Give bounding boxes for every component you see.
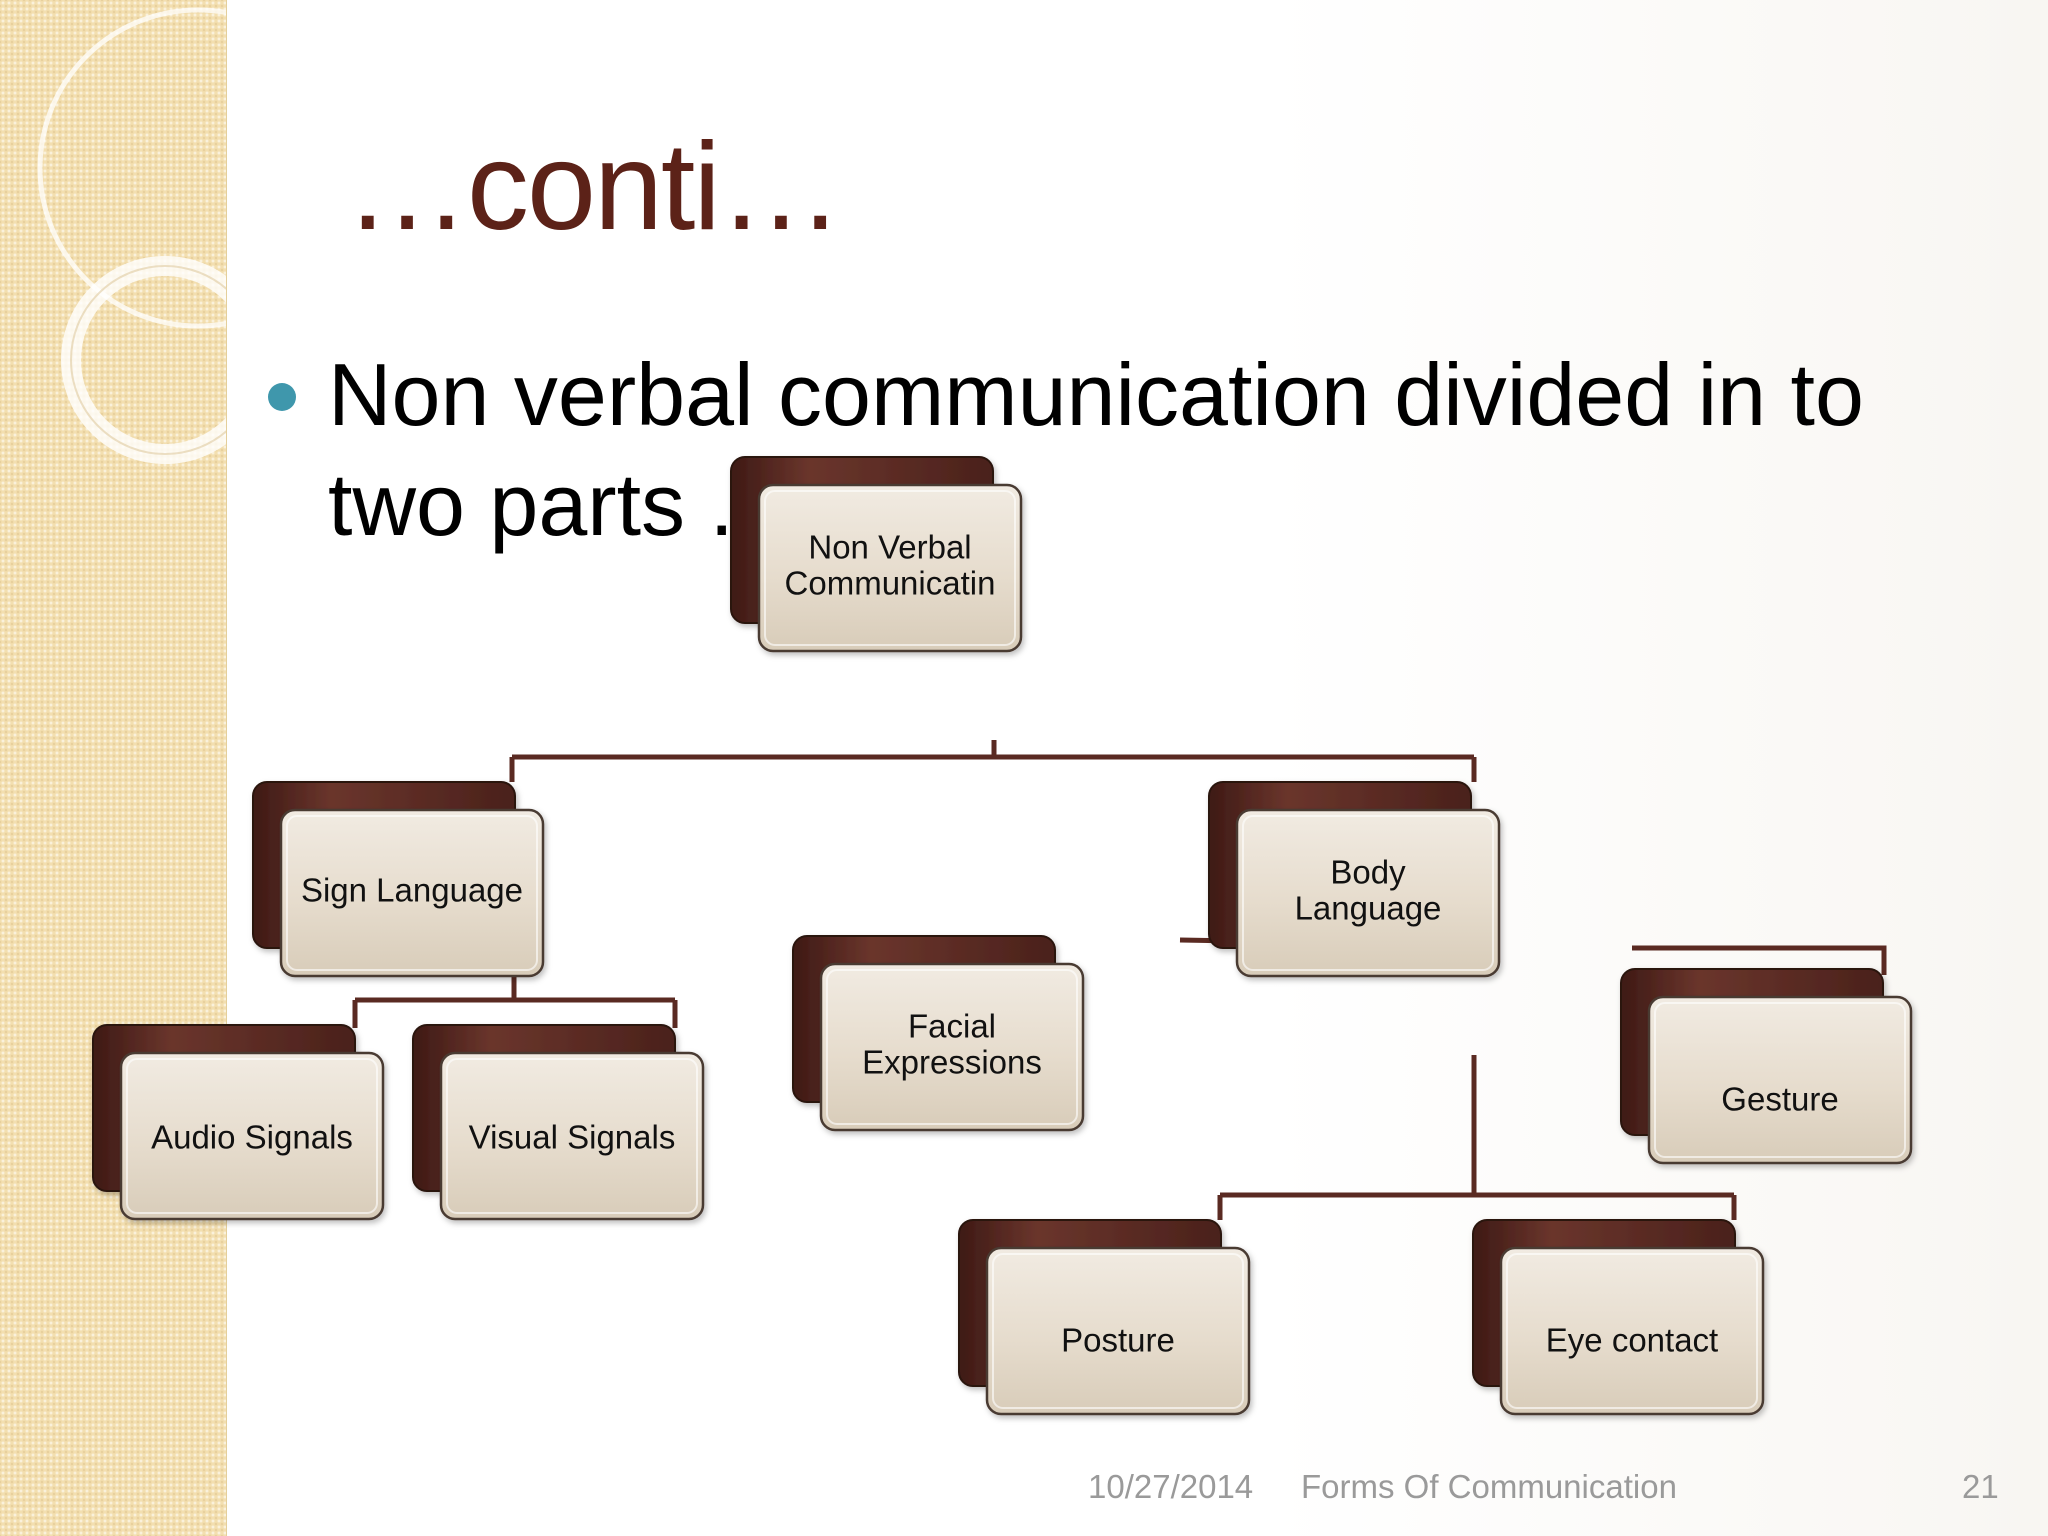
decorative-sidebar [0, 0, 227, 1536]
node-label: Visual Signals [469, 1119, 676, 1156]
node-highlight [126, 1058, 378, 1214]
node-highlight [286, 815, 538, 971]
node-audio: Audio Signals [92, 1024, 385, 1221]
node-visual: Visual Signals [412, 1024, 705, 1221]
node-front-panel [1235, 808, 1501, 978]
connector-line [1632, 945, 1887, 975]
node-posture: Posture [958, 1219, 1251, 1416]
connector-line [352, 960, 678, 1028]
node-label: Language [1295, 890, 1442, 927]
node-front-panel [985, 1246, 1251, 1416]
node-eye: Eye contact [1472, 1219, 1765, 1416]
node-front-panel [819, 962, 1085, 1132]
node-label: Eye contact [1546, 1322, 1718, 1359]
bullet-icon [268, 383, 296, 411]
node-label: Non Verbal [808, 529, 971, 566]
node-label: Audio Signals [151, 1119, 353, 1156]
node-front-panel [279, 808, 545, 978]
node-highlight [764, 490, 1016, 646]
footer-page-number: 21 [1962, 1468, 1999, 1505]
node-label: Communicatin [785, 565, 996, 602]
bullet-text: Non verbal communication divided in to t… [328, 345, 1864, 554]
footer-date: 10/27/2014 [1088, 1468, 1254, 1505]
footer-title: Forms Of Communication [1301, 1468, 1677, 1505]
slide-title: …conti… [345, 118, 843, 256]
node-highlight [1654, 1002, 1906, 1158]
node-highlight [1242, 815, 1494, 971]
node-highlight [1506, 1253, 1758, 1409]
node-highlight [992, 1253, 1244, 1409]
connector-line [1217, 1055, 1737, 1220]
node-label: Gesture [1721, 1081, 1838, 1118]
node-sign: Sign Language [252, 781, 545, 978]
node-label: Posture [1061, 1322, 1175, 1359]
node-label: Facial [908, 1008, 996, 1045]
node-front-panel [1647, 995, 1913, 1165]
node-front-panel [439, 1051, 705, 1221]
connector-line [509, 740, 1477, 782]
node-front-panel [757, 483, 1023, 653]
node-gesture: Gesture [1620, 968, 1913, 1165]
decorative-rings [37, 7, 226, 464]
node-highlight [446, 1058, 698, 1214]
node-label: Expressions [862, 1044, 1042, 1081]
node-front-panel [119, 1051, 385, 1221]
node-highlight [826, 969, 1078, 1125]
node-front-panel [1499, 1246, 1765, 1416]
node-label: Body [1330, 854, 1406, 891]
node-label: Sign Language [301, 872, 523, 909]
